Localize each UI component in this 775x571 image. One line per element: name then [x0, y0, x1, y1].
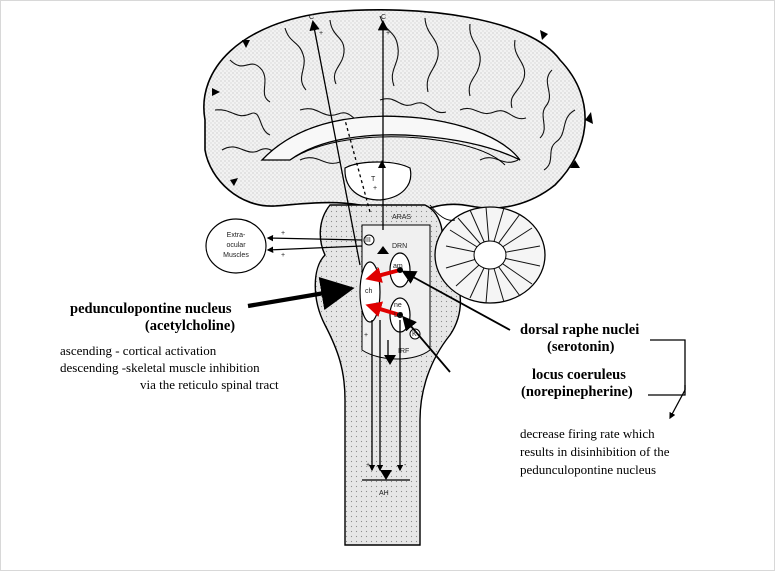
- ocular-label-2: ocular: [218, 242, 254, 250]
- effect-line1: decrease firing rate which: [520, 425, 655, 442]
- ppn-desc-line2: descending -skeletal muscle inhibition: [60, 359, 260, 376]
- ppn-desc-line3: via the reticulo spinal tract: [140, 376, 279, 393]
- minus-sign: -: [376, 300, 378, 308]
- cortex-label-left: C: [309, 14, 314, 22]
- node-iii-label: III: [365, 237, 371, 245]
- ne-label: ne: [394, 302, 402, 310]
- ch-label: ch: [365, 288, 372, 296]
- lc-subtitle: (norepinepherine): [521, 384, 633, 401]
- ppn-desc-line1: ascending - cortical activation: [60, 342, 216, 359]
- ppn-subtitle: (acetylcholine): [120, 318, 260, 335]
- plus-sign: +: [319, 30, 323, 38]
- drn-label: DRN: [392, 243, 407, 251]
- effect-arrow: [670, 390, 685, 418]
- plus-sign: +: [364, 332, 368, 340]
- cortex-label-right: C: [381, 14, 386, 22]
- aras-label: ARAS: [392, 214, 411, 222]
- effect-line3: pedunculopontine nucleus: [520, 461, 656, 478]
- ppn-title: pedunculopontine nucleus: [70, 301, 232, 318]
- minus-sign: -: [404, 462, 406, 470]
- thalamus-label: T: [371, 176, 375, 184]
- ocular-label-3: Muscles: [214, 252, 258, 260]
- lc-label: LC: [394, 312, 403, 320]
- plus-sign: +: [386, 30, 390, 38]
- minus-sign: -: [376, 265, 378, 273]
- ah-label: AH: [379, 490, 389, 498]
- bracket-top: [650, 340, 685, 390]
- plus-sign: +: [281, 252, 285, 260]
- bracket-bottom: [648, 385, 685, 395]
- plus-sign: +: [373, 185, 377, 193]
- ocular-label-1: Extra-: [218, 232, 254, 240]
- drn-subtitle: (serotonin): [547, 339, 614, 356]
- plus-sign: +: [281, 230, 285, 238]
- plus-sign: +: [366, 462, 370, 470]
- node-k-label: K: [412, 331, 417, 339]
- am-label: am: [393, 263, 403, 271]
- effect-line2: results in disinhibition of the: [520, 443, 670, 460]
- lc-title: locus coeruleus: [532, 367, 626, 384]
- drn-title: dorsal raphe nuclei: [520, 322, 639, 339]
- irf-label: IRF: [398, 348, 409, 356]
